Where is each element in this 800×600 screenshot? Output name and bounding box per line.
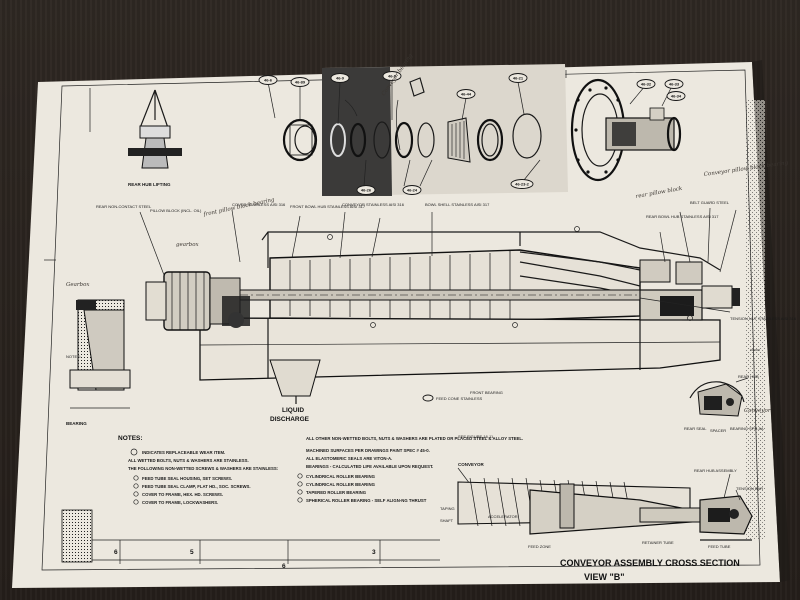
bubble: 46-26: [356, 185, 376, 195]
bubble: 46-9: [330, 73, 350, 83]
conveyor-cross-section: CONVEYOR TAPING SHAFT ACCELERATOR FEED Z…: [440, 462, 763, 549]
svg-text:FRONT BOWL HUB STAINLESS AISI: FRONT BOWL HUB STAINLESS AISI 317: [290, 204, 366, 209]
svg-text:gearbox: gearbox: [176, 242, 200, 248]
svg-text:FEED ZONE: FEED ZONE: [528, 544, 551, 549]
svg-text:SEE FIGURE 16-11: SEE FIGURE 16-11: [458, 434, 494, 439]
exploded-parts-view: [267, 64, 682, 196]
svg-text:SPHERICAL ROLLER BEARING - SEL: SPHERICAL ROLLER BEARING - SELF ALIGN-NG…: [306, 498, 427, 503]
svg-text:ALL ELASTOMERIC SEALS ARE VITO: ALL ELASTOMERIC SEALS ARE VITON-A.: [306, 456, 392, 461]
component-labels: REAR NON-CONTACT STEEL PILLOW BLOCK (INC…: [96, 200, 797, 321]
svg-text:46-32: 46-32: [641, 82, 652, 87]
svg-text:FEED TUBE SEAL HOUSING, SET SC: FEED TUBE SEAL HOUSING, SET SCREWS.: [142, 476, 232, 481]
svg-text:COVER TO FRAME, HEX. HD. SCREW: COVER TO FRAME, HEX. HD. SCREWS.: [142, 492, 223, 497]
svg-text:COVER STAINLESS AISI 316: COVER STAINLESS AISI 316: [232, 202, 286, 207]
svg-text:COVER TO FRAME, LOCKWASHERS.: COVER TO FRAME, LOCKWASHERS.: [142, 500, 218, 505]
svg-text:46-34: 46-34: [671, 94, 682, 99]
svg-text:BEARING: BEARING: [66, 421, 87, 426]
svg-text:THE FOLLOWING NON-WETTED SCREW: THE FOLLOWING NON-WETTED SCREWS & WASHER…: [128, 466, 279, 471]
bubble: 46-24: [402, 185, 422, 195]
svg-text:NOTES:: NOTES:: [66, 354, 81, 359]
conveyor-assembly-title: CONVEYOR ASSEMBLY CROSS SECTION: [560, 558, 740, 568]
bubble: 46-21: [508, 73, 528, 83]
bubble: 46-89: [290, 77, 310, 87]
svg-text:ALL OTHER NON-WETTED BOLTS, NU: ALL OTHER NON-WETTED BOLTS, NUTS & WASHE…: [306, 436, 523, 441]
svg-text:FRONT BEARING: FRONT BEARING: [470, 390, 503, 395]
rear-hub-lifting-detail: REAR HUB LIFTING: [128, 89, 182, 187]
svg-text:46-33: 46-33: [669, 82, 680, 87]
bubble: 46-34: [666, 91, 686, 101]
svg-text:Gearbox: Gearbox: [66, 282, 90, 288]
svg-text:BELT GUARD STEEL: BELT GUARD STEEL: [690, 200, 730, 205]
svg-text:5: 5: [190, 549, 194, 556]
bubble: 46-6: [258, 75, 278, 85]
svg-text:46-89: 46-89: [295, 80, 306, 85]
svg-text:CONVEYOR STAINLESS AISI 316: CONVEYOR STAINLESS AISI 316: [342, 202, 405, 207]
bubble: 46-44: [456, 89, 476, 99]
svg-text:SHAFT: SHAFT: [440, 518, 454, 523]
border-markers: [44, 70, 760, 351]
feed-cone-callout: FEED CONE STAINLESS FRONT BEARING SEE FI…: [422, 390, 503, 439]
bubble: 46-32: [636, 79, 656, 89]
svg-text:REAR SEAL: REAR SEAL: [684, 426, 707, 431]
svg-text:TENSION BAR: TENSION BAR: [736, 486, 763, 491]
svg-text:46-9: 46-9: [336, 76, 345, 81]
svg-text:FEED TUBE SEAL CLAMP, FLAT HD.: FEED TUBE SEAL CLAMP, FLAT HD., SOC. SCR…: [142, 484, 251, 489]
svg-text:46-24: 46-24: [407, 188, 418, 193]
svg-text:REAR NON-CONTACT STEEL: REAR NON-CONTACT STEEL: [96, 204, 152, 209]
svg-text:46-26: 46-26: [361, 188, 372, 193]
svg-text:TENSION NUT STAINLESS AISI 316: TENSION NUT STAINLESS AISI 316: [730, 316, 797, 321]
bubble: 46-9: [382, 71, 402, 81]
svg-text:ALL WETTED BOLTS, NUTS & WASHE: ALL WETTED BOLTS, NUTS & WASHERS ARE STA…: [128, 458, 249, 463]
svg-text:FEED CONE STAINLESS: FEED CONE STAINLESS: [436, 396, 482, 401]
svg-text:46-21: 46-21: [513, 76, 524, 81]
svg-text:MACHINED SURFACES PER DRAWINGS: MACHINED SURFACES PER DRAWINGS PAINT SPE…: [306, 448, 430, 453]
centrifuge-main-assembly: [139, 207, 740, 397]
svg-text:REAR HUB LIFTING: REAR HUB LIFTING: [128, 182, 171, 187]
svg-text:TAPERED ROLLER BEARING: TAPERED ROLLER BEARING: [306, 490, 367, 495]
svg-text:PILLOW BLOCK (INCL. OIL): PILLOW BLOCK (INCL. OIL): [150, 208, 202, 213]
svg-text:INDICATES REPLACEABLE WEAR ITE: INDICATES REPLACEABLE WEAR ITEM.: [142, 450, 225, 455]
svg-text:REAR BOWL HUB STAINLESS AISI 3: REAR BOWL HUB STAINLESS AISI 317: [646, 214, 719, 219]
view-b-label: VIEW "B": [584, 572, 625, 582]
svg-text:46-23-2: 46-23-2: [515, 182, 530, 187]
svg-text:CYLINDRICAL ROLLER BEARING: CYLINDRICAL ROLLER BEARING: [306, 482, 376, 487]
svg-text:3: 3: [372, 549, 376, 556]
bubble: 46-33: [664, 79, 684, 89]
svg-text:RETAINER TUBE: RETAINER TUBE: [642, 540, 674, 545]
svg-text:TAPING: TAPING: [440, 506, 455, 511]
svg-text:ACCELERATOR: ACCELERATOR: [488, 514, 518, 519]
svg-text:SPACER: SPACER: [710, 428, 726, 433]
bottom-scale-strip: 6 5 6 3: [61, 509, 440, 570]
part-reference-bubbles: 46-6 46-89 46-9 46-9 46-44 46-21 46-32 4…: [258, 71, 686, 195]
svg-text:Conveyor: Conveyor: [744, 408, 771, 414]
notes-list-left: INDICATES REPLACEABLE WEAR ITEM. ALL WET…: [128, 448, 279, 505]
svg-text:CONVEYOR: CONVEYOR: [458, 462, 485, 467]
notes-section: NOTES: INDICATES REPLACEABLE WEAR ITEM. …: [118, 435, 523, 505]
bubble: 46-23-2: [510, 179, 534, 189]
svg-text:6: 6: [114, 549, 118, 556]
svg-text:CYLINDRICAL ROLLER BEARING: CYLINDRICAL ROLLER BEARING: [306, 474, 376, 479]
svg-text:REAR HUB ASSEMBLY: REAR HUB ASSEMBLY: [694, 468, 737, 473]
liquid-discharge-label-2: DISCHARGE: [270, 416, 310, 423]
liquid-discharge-label: LIQUID: [282, 407, 304, 414]
left-side-detail: NOTES: BEARING: [66, 299, 131, 426]
rear-seal-detail: REAR HUB REAR SEAL SPACER BEARING SPR-5A: [684, 374, 764, 433]
svg-text:REAR HUB: REAR HUB: [738, 374, 759, 379]
svg-text:BOWL SHELL STAINLESS AISI 317: BOWL SHELL STAINLESS AISI 317: [425, 202, 490, 207]
notes-list-right: ALL OTHER NON-WETTED BOLTS, NUTS & WASHE…: [297, 436, 523, 503]
svg-text:BEARINGS - CALCULATED LIFE AVA: BEARINGS - CALCULATED LIFE AVAILABLE UPO…: [306, 464, 433, 469]
svg-text:BEARING SPR-5A: BEARING SPR-5A: [730, 426, 764, 431]
svg-text:46-9: 46-9: [388, 74, 397, 79]
svg-text:FEED TUBE: FEED TUBE: [708, 544, 731, 549]
svg-text:46-6: 46-6: [264, 78, 273, 83]
svg-text:NOTES:: NOTES:: [118, 435, 143, 442]
svg-text:6: 6: [282, 563, 286, 570]
svg-text:46-44: 46-44: [461, 92, 472, 97]
